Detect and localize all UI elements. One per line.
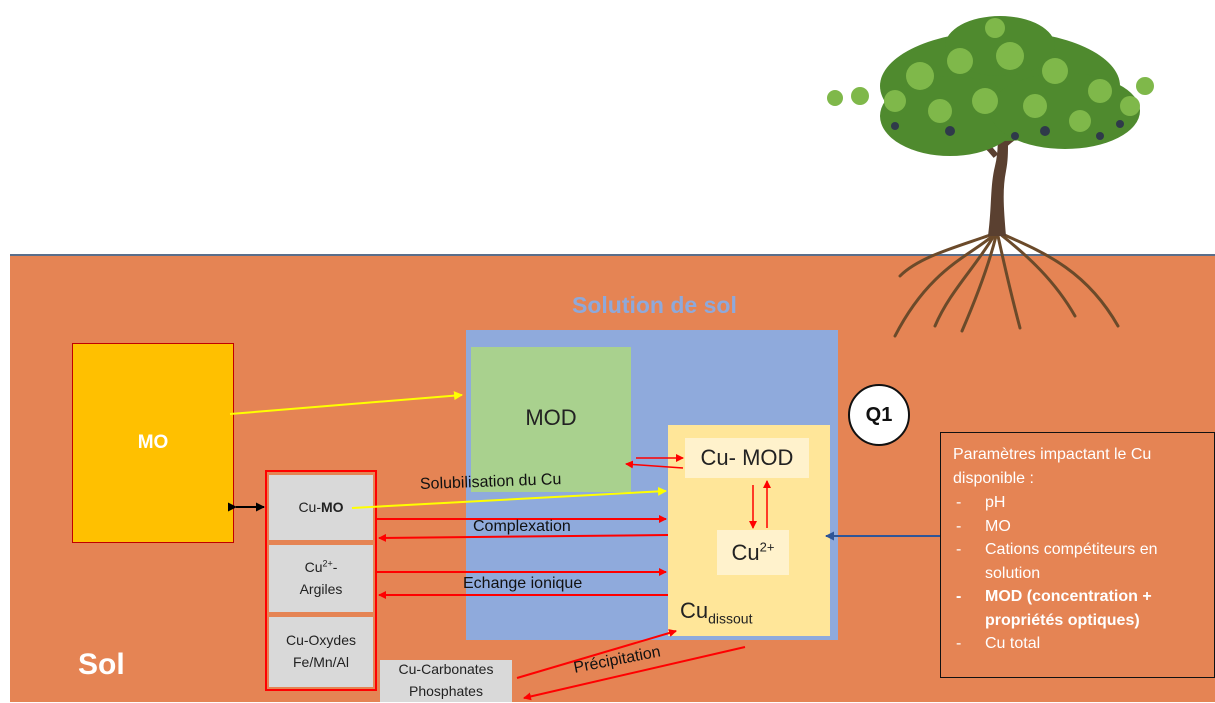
complexation-label: Complexation [473,518,571,535]
mo-box: MO [72,343,234,543]
cu-carbonates-line1: Cu-Carbonates [398,661,494,678]
q1-badge: Q1 [848,384,910,446]
echange-ionique-label: Echange ionique [463,575,583,592]
cu-mo-label: Cu-MO [298,498,344,515]
cu-carbonates-line2: Phosphates [409,683,483,699]
mo-label: MO [137,432,169,453]
cu-argiles-box: Cu2+- Argiles [269,545,373,612]
solution-title: Solution de sol [572,292,737,318]
parameter-item: pH [953,491,1204,515]
cu-dissout-label: Cudissout [680,598,753,627]
solubilisation-arrow [351,486,667,509]
mod-cumod-arrow-left [625,460,684,469]
cu-mod-box: Cu- MOD [685,438,809,478]
cu-argiles-line2: Argiles [299,580,343,597]
parameter-item: MO [953,515,1204,539]
precipitation-arrow-up [523,646,746,701]
cu2-label: Cu2+ [731,539,775,565]
cu-oxydes-line2: Fe/Mn/Al [292,654,349,670]
mo-to-solution-arrow [229,391,463,415]
cu-mod-label: Cu- MOD [700,445,794,470]
parameter-item: MOD (concentration + propriétés optiques… [953,585,1204,632]
mod-label: MOD [525,405,577,430]
grapevine-icon [827,16,1154,338]
parameter-item: Cu total [953,632,1204,656]
mod-box [471,347,631,492]
cu-argiles-line1: Cu2+- [304,558,338,575]
cu-carbonates-box: Cu-Carbonates Phosphates [380,660,512,702]
complexation-arrow-left [378,533,669,542]
cu-oxydes-box: Cu-Oxydes Fe/Mn/Al [269,617,373,687]
soil-label: Sol [78,648,125,681]
cu-oxydes-line1: Cu-Oxydes [285,632,357,649]
precipitation-arrow-down [516,629,677,679]
parameters-intro: Paramètres impactant le Cu disponible : [953,446,1152,487]
parameters-list: pH MO Cations compétiteurs en solution M… [953,491,1204,656]
cu2-box: Cu2+ [717,530,789,575]
parameters-box: Paramètres impactant le Cu disponible : … [940,432,1215,678]
parameter-item: Cations compétiteurs en solution [953,538,1204,585]
